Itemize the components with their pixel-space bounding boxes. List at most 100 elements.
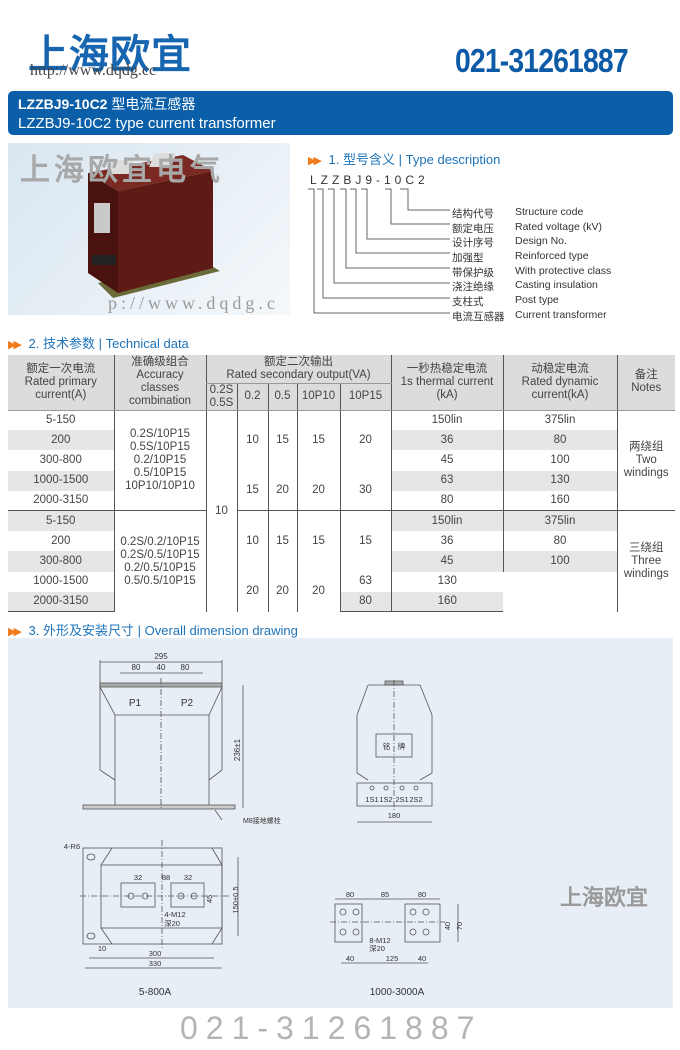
section2-headers-dynamic-1: Rated dynamic	[521, 375, 599, 388]
section1-legend-7-en: Current transformer	[515, 308, 607, 321]
model-name: LZZBJ9-10C2	[18, 96, 108, 112]
website-url[interactable]: http://www.dqdg.cc	[30, 62, 157, 79]
title-en: LZZBJ9-10C2 type current transformer	[18, 115, 276, 132]
section2-headers-sub-0: 0.2S	[209, 383, 234, 396]
section2-thermal-8: 63	[339, 571, 391, 592]
section1-legend-0-cn: 结构代号	[452, 208, 494, 220]
terminal-1s1: 1S1	[365, 795, 378, 804]
dim-330: 330	[149, 959, 162, 968]
header-10p15: 10P15	[339, 383, 391, 411]
section2-primary-1: 200	[8, 430, 114, 451]
plan-view-small	[80, 840, 239, 969]
section2-group1-accuracy-0: 0.2S/10P15	[129, 427, 191, 440]
section2-group2-accuracy-3: 0.5/0.5/10P15	[124, 574, 196, 587]
section1-legend-0-en: Structure code	[515, 206, 584, 218]
section2-thermal-0: 150lin	[390, 410, 503, 431]
header-05: 0.5	[267, 383, 297, 411]
model-code: LZZBJ9-10C2	[310, 173, 429, 187]
dim-150: 150±0.5	[231, 886, 240, 913]
section1-legend-4-en: With protective class	[515, 264, 612, 277]
section2-primary-2: 300-800	[39, 453, 82, 466]
section2-group1-accuracy-2: 0.2/10P15	[133, 453, 187, 466]
terminal-1s2: 1S2	[379, 795, 392, 804]
section2-group2-accuracy-2: 0.2/0.5/10P15	[124, 561, 196, 574]
section2-headers-accuracy-1: Accuracy	[136, 369, 184, 382]
section2-thermal-7: 45	[390, 551, 503, 572]
section3-cn: 外形及安装尺寸	[43, 623, 135, 638]
section-dimension-heading: ▶▶ 3. 外形及安装尺寸 | Overall dimension drawin…	[8, 620, 298, 639]
section1-legend-5-cn: 浇注绝缘	[452, 281, 494, 294]
section1-legend-6-cn: 支柱式	[452, 296, 484, 309]
section2-headers-secondary-1: Rated secondary output(VA)	[226, 368, 371, 381]
title-banner: LZZBJ9-10C2 型电流互感器 LZZBJ9-10C2 type curr…	[8, 91, 673, 135]
section2-group2-accuracy-0: 0.2S/0.2/10P15	[120, 535, 200, 548]
label-p2: P2	[181, 698, 194, 709]
dim-40: 40	[346, 954, 354, 963]
dim-32: 32	[184, 873, 192, 882]
section2-headers-thermal-2: (kA)	[436, 388, 458, 401]
double-arrow-icon: ▶▶	[308, 155, 322, 167]
section1-legend-2-en: Design No.	[515, 235, 567, 248]
section2-primary-4: 2000-3150	[33, 494, 89, 507]
section2-thermal-3: 63	[390, 470, 503, 491]
section2-thermal-1: 36	[390, 430, 503, 451]
section2-primary-3: 1000-1500	[8, 470, 114, 491]
section2-dynamic-5: 375lin	[502, 510, 617, 532]
section2-thermal-5: 150lin	[390, 510, 503, 532]
section2-group1-b-0: 15	[236, 470, 268, 511]
section2-headers-accuracy-0: 准确级组合	[131, 356, 189, 369]
code-leader-lines	[308, 188, 450, 314]
section2-group1-notes-1: Two	[635, 453, 657, 466]
section1-cn: 型号含义	[343, 152, 396, 167]
section2-num: 2.	[28, 336, 40, 351]
watermark-phone: 021-31261887	[180, 1010, 483, 1046]
section2-headers-primary-0: 额定一次电流	[26, 362, 96, 375]
dimension-drawings: 295 80 40 80 P1 P2 236±1 M8接地螺栓 铭 牌 1S1 …	[64, 652, 464, 998]
section2-headers-notes-1: Notes	[631, 382, 662, 395]
label-ground-bolt: M8接地螺栓	[243, 816, 281, 825]
section2-group1-notes-0: 两绕组	[629, 440, 664, 453]
section2-group2-notes-0: 三绕组	[629, 542, 664, 555]
dim-295: 295	[154, 652, 168, 661]
dim-4-r6: 4-R6	[64, 842, 80, 851]
section2-dynamic-4: 160	[502, 490, 617, 511]
section2-primary-9: 2000-3150	[8, 591, 114, 613]
company-logo: 上海欧宜	[28, 32, 192, 78]
section2-dynamic-0: 375lin	[502, 410, 617, 431]
section2-headers-accuracy-2: classes	[140, 382, 180, 395]
section2-headers-primary-1: Rated primary	[24, 375, 97, 388]
section2-dynamic-6: 80	[502, 531, 617, 552]
terminal-2s1: 2S1	[395, 795, 408, 804]
section2-primary-6: 200	[51, 534, 71, 547]
dim-88: 88	[162, 873, 170, 882]
caption-5-800a: 5-800A	[139, 987, 172, 998]
dim-10: 10	[98, 944, 106, 953]
section2-cn: 技术参数	[43, 336, 96, 351]
section2-group1-accuracy-4: 10P10/10P10	[125, 479, 195, 492]
dim-125: 125	[386, 954, 399, 963]
double-arrow-icon: ▶▶	[8, 626, 22, 638]
section2-headers-primary-2: current(A)	[35, 388, 87, 401]
section3-sep: |	[137, 623, 142, 638]
section2-group2-b-1: 20	[267, 571, 297, 612]
side-view	[356, 680, 433, 823]
section2-group2-b-0: 20	[236, 571, 268, 612]
section1-legend-4-cn: 带保护级	[452, 266, 494, 279]
label-8-m12: 8-M12	[369, 936, 390, 945]
section1-legend-2-cn: 设计序号	[452, 237, 494, 250]
section2-headers-accuracy-3: combination	[128, 395, 191, 408]
section2-headers-dynamic-2: current(kA)	[531, 388, 589, 401]
section2-group1-notes-2: windings	[623, 466, 669, 479]
section2-primary-7: 300-800	[8, 551, 114, 572]
